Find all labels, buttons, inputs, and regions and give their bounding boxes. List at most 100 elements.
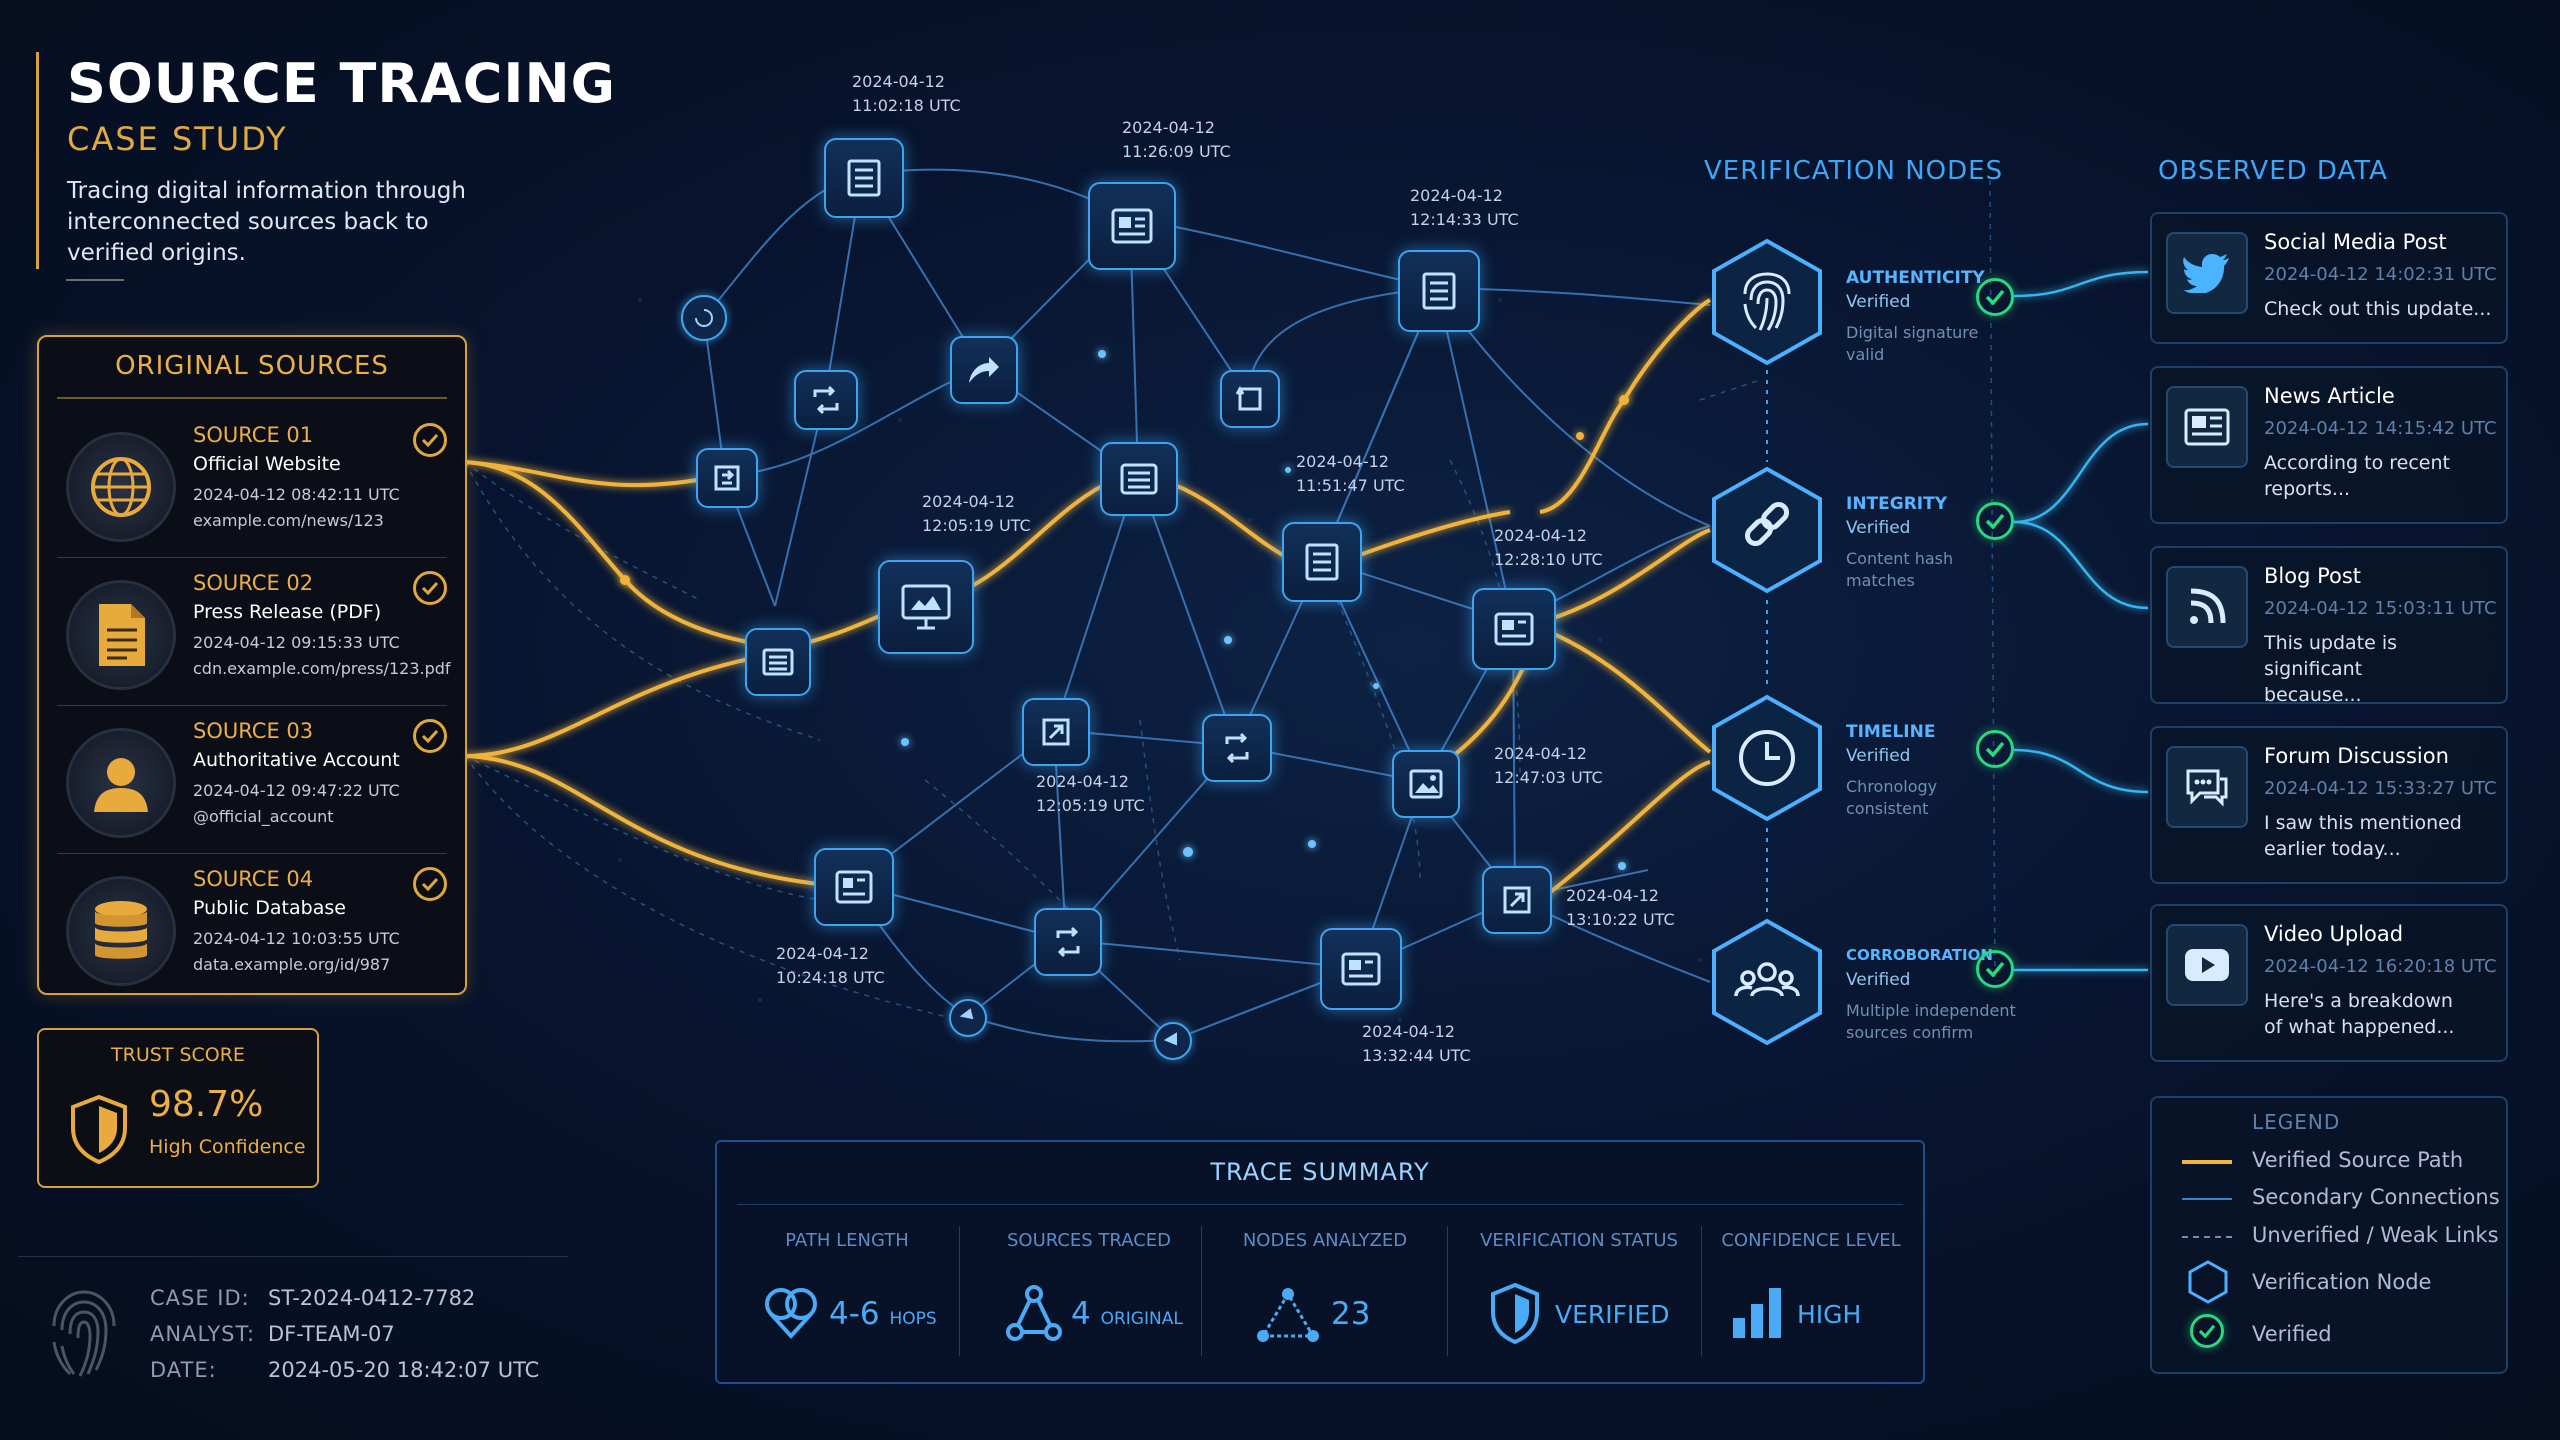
article-node[interactable] [745, 628, 811, 696]
page-subtitle: CASE STUDY [67, 120, 288, 158]
observed-title: News Article [2264, 384, 2395, 408]
check-icon [413, 867, 447, 901]
verification-node-authenticity[interactable] [1710, 238, 1824, 366]
source-name: Authoritative Account [193, 749, 400, 771]
title-divider [66, 279, 124, 281]
legend-item: Verification Node [2252, 1270, 2432, 1294]
document-icon [1305, 543, 1339, 581]
globe-icon [69, 435, 173, 539]
source-time: 2024-04-12 09:47:22 UTC [193, 781, 400, 800]
article-node[interactable] [1320, 928, 1402, 1010]
play-icon [2166, 924, 2248, 1006]
verification-node-corroboration[interactable] [1710, 918, 1824, 1046]
verification-node-timeline[interactable] [1710, 694, 1824, 822]
source-row-01[interactable]: SOURCE 01 Official Website 2024-04-12 08… [57, 409, 447, 558]
observed-time: 2024-04-12 14:02:31 UTC [2264, 264, 2497, 285]
observed-card-news[interactable]: News Article 2024-04-12 14:15:42 UTC Acc… [2150, 366, 2508, 524]
article-node[interactable] [814, 848, 894, 926]
repost-node[interactable] [1220, 370, 1280, 428]
trust-score-confidence: High Confidence [149, 1136, 306, 1158]
source-ref: cdn.example.com/press/123.pdf [193, 659, 451, 678]
observed-title: Video Upload [2264, 922, 2404, 946]
repost-node[interactable] [1034, 908, 1102, 976]
observed-card-blog[interactable]: Blog Post 2024-04-12 15:03:11 UTC This u… [2150, 546, 2508, 706]
rss-icon [2166, 566, 2248, 648]
source-ref: example.com/news/123 [193, 511, 384, 530]
presentation-node[interactable] [878, 560, 974, 654]
legend-item: Verified [2252, 1322, 2332, 1346]
panel-divider [57, 397, 447, 399]
image-node[interactable] [1392, 750, 1460, 818]
observed-card-social[interactable]: Social Media Post 2024-04-12 14:02:31 UT… [2150, 212, 2508, 344]
repost-node[interactable] [1022, 698, 1090, 766]
repost-icon [1056, 926, 1080, 958]
repost-node[interactable] [1482, 866, 1552, 934]
source-row-04[interactable]: SOURCE 04 Public Database 2024-04-12 10:… [57, 853, 447, 1001]
bar-chart-icon [1733, 1288, 1781, 1338]
repost-icon [714, 465, 740, 491]
trust-score-label: TRUST SCORE [111, 1044, 245, 1066]
metric-value: 23 [1331, 1296, 1371, 1332]
bird-icon [2166, 232, 2248, 314]
source-name: Public Database [193, 897, 346, 919]
document-node[interactable] [1282, 522, 1362, 602]
document-node[interactable] [1398, 250, 1480, 332]
article-node[interactable] [1100, 442, 1178, 516]
fingerprint-icon [46, 1286, 122, 1386]
metric-label: CONFIDENCE LEVEL [1721, 1230, 1901, 1251]
metric-value: HIGH [1797, 1300, 1862, 1329]
document-icon [1422, 272, 1456, 310]
verified-check-icon [1976, 502, 2014, 540]
verification-status: Verified [1846, 292, 1911, 312]
newspaper-icon [2166, 386, 2248, 468]
source-ref: data.example.org/id/987 [193, 955, 391, 974]
source-time: 2024-04-12 09:15:33 UTC [193, 633, 400, 652]
article-node[interactable] [1088, 182, 1176, 270]
analyst-value: DF-TEAM-07 [268, 1322, 395, 1346]
trust-score-value: 98.7% [149, 1084, 264, 1125]
date-value: 2024-05-20 18:42:07 UTC [268, 1358, 540, 1382]
verified-check-icon [1976, 278, 2014, 316]
share-node[interactable] [950, 336, 1018, 404]
repost-node[interactable] [1202, 714, 1272, 782]
fingerprint-icon [1743, 272, 1791, 331]
source-title: SOURCE 02 [193, 571, 314, 595]
newspaper-icon [1494, 612, 1534, 646]
chat-icon [2166, 746, 2248, 828]
image-icon [1409, 769, 1443, 799]
source-row-02[interactable]: SOURCE 02 Press Release (PDF) 2024-04-12… [57, 557, 451, 706]
legend-gold-line [2182, 1160, 2232, 1164]
source-row-03[interactable]: SOURCE 03 Authoritative Account 2024-04-… [57, 705, 447, 854]
metric-label: PATH LENGTH [785, 1230, 909, 1251]
summary-column-divider [959, 1226, 960, 1356]
original-sources-heading: ORIGINAL SOURCES [115, 351, 389, 381]
observed-title: Social Media Post [2264, 230, 2447, 254]
repost-node[interactable] [794, 370, 858, 430]
legend-dashed-line [2182, 1236, 2232, 1238]
user-icon [69, 731, 173, 835]
document-node[interactable] [824, 138, 904, 218]
observed-title: Blog Post [2264, 564, 2362, 588]
verification-status-metric: VERIFICATION STATUS VERIFIED [1459, 1230, 1699, 1360]
source-ref: @official_account [193, 807, 334, 826]
observed-card-forum[interactable]: Forum Discussion 2024-04-12 15:33:27 UTC… [2150, 726, 2508, 884]
verification-node-integrity[interactable] [1710, 466, 1824, 594]
observed-card-video[interactable]: Video Upload 2024-04-12 16:20:18 UTC Her… [2150, 904, 2508, 1062]
verification-status: Verified [1846, 970, 1911, 990]
repost-node[interactable] [696, 448, 758, 508]
observed-text: Check out this update... [2264, 298, 2492, 320]
article-node[interactable] [1472, 588, 1556, 670]
verification-status: Verified [1846, 518, 1911, 538]
repost-icon [1042, 718, 1070, 746]
trace-summary: TRACE SUMMARY PATH LENGTH 4-6 HOPS SOURC… [715, 1140, 1925, 1384]
